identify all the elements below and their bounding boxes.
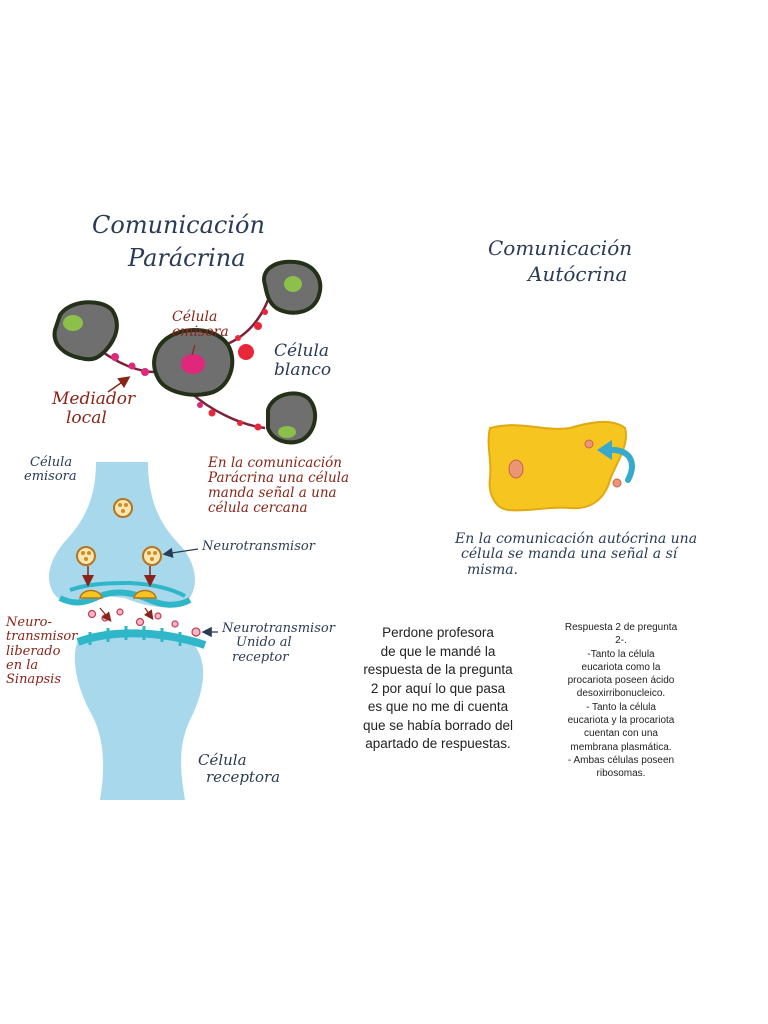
label-emitter-cell: Célula emisora — [172, 309, 229, 341]
signal-dot — [208, 409, 216, 417]
autocrine-signal — [584, 439, 594, 449]
signal-dot — [197, 402, 203, 408]
autocrine-diagram — [487, 421, 635, 512]
target-cell-left — [52, 300, 119, 362]
apology-note: Perdone profesora de que le mandé la res… — [362, 625, 514, 751]
autocrine-signal — [612, 478, 622, 488]
autocrine-description: En la comunicación autócrina una célula … — [455, 531, 698, 578]
signal-path-bottomright — [189, 391, 266, 430]
target-nucleus-left — [63, 315, 83, 331]
neurotransmitter-arrow — [162, 547, 199, 558]
release-arrow — [143, 607, 154, 620]
signal-path-topright — [224, 299, 270, 347]
paracrine-title-line2: Parácrina — [128, 244, 246, 272]
label-synapse-emitter: Célula emisora — [24, 455, 77, 485]
answer-block: Respuesta 2 de pregunta 2-. -Tanto la cé… — [564, 622, 678, 780]
release-arrow — [99, 607, 112, 622]
presynaptic-membrane — [58, 589, 192, 608]
target-nucleus-topright — [284, 276, 302, 292]
vesicle-content — [81, 503, 157, 561]
receptors — [88, 626, 182, 646]
signal-dot — [111, 353, 119, 361]
signal-dot — [235, 335, 241, 341]
paracrine-description: En la comunicación Parácrina una célula … — [208, 455, 350, 516]
synapse-diagram — [49, 462, 218, 800]
label-released-neurotransmitter: Neuro- transmisor liberado en la Sinapsi… — [6, 615, 78, 688]
autocrine-nucleus — [508, 459, 524, 479]
emitter-nucleus — [181, 354, 205, 374]
autocrine-title-line1: Comunicación — [488, 236, 633, 260]
paracrine-diagram — [52, 259, 323, 445]
autocrine-arrowhead — [597, 440, 612, 460]
signal-dot — [254, 322, 262, 330]
signal-dot — [128, 362, 136, 370]
autocrine-arrow — [602, 447, 635, 483]
paracrine-title-line1: Comunicación — [92, 211, 265, 239]
presynaptic-terminal — [49, 462, 196, 608]
postsynaptic-cell — [74, 632, 204, 800]
label-target-cell: Célula blanco — [274, 341, 332, 380]
label-receiver-cell: Célula receptora — [198, 751, 281, 786]
signal-dot — [237, 420, 243, 426]
label-local-mediator: Mediador local — [52, 389, 136, 428]
label-neurotransmitter: Neurotransmisor — [202, 539, 315, 554]
signal-dot — [262, 309, 268, 315]
signal-dot — [238, 344, 254, 360]
fusing-vesicle — [79, 589, 157, 599]
target-nucleus-bottomright — [278, 426, 296, 438]
emitter-arrow — [191, 344, 196, 356]
signal-dot — [254, 423, 262, 431]
vesicle — [76, 498, 162, 566]
mediator-arrow — [107, 376, 131, 393]
label-bound-neurotransmitter: Neurotransmisor Unido al receptor — [222, 621, 335, 665]
signal-dot — [141, 368, 149, 376]
autocrine-title-line2: Autócrina — [528, 262, 628, 286]
